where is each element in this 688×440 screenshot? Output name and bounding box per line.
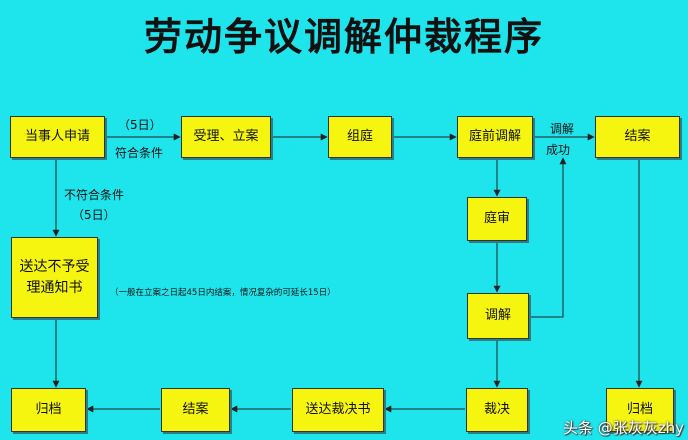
box-deliver-rejection: 送达不予受理通知书 — [11, 237, 98, 318]
diagram-title: 劳动争议调解仲裁程序 — [143, 14, 544, 59]
box-pre-mediation: 庭前调解 — [457, 116, 533, 158]
timeline-note: （一般在立案之日起45日内结案，情况复杂的可延长15日） — [110, 288, 336, 298]
watermark: 头条 @张灰灰zhy — [562, 419, 684, 437]
box-apply: 当事人申请 — [10, 116, 105, 158]
label-five-days-top: （5日） — [118, 118, 162, 132]
label-success: 成功 — [546, 143, 571, 157]
box-tribunal: 组庭 — [328, 116, 392, 158]
label-not-meet-conditions: 不符合条件 — [64, 188, 125, 202]
box-archive-left: 归档 — [11, 388, 86, 432]
label-meets-conditions: 符合条件 — [115, 146, 164, 160]
box-accept: 受理、立案 — [181, 116, 271, 158]
box-ruling: 裁决 — [466, 388, 528, 432]
label-mediation-success: 调解 — [550, 122, 575, 136]
box-close-top: 结案 — [595, 116, 680, 158]
label-five-days-left: （5日） — [72, 208, 116, 222]
box-mediation: 调解 — [467, 293, 529, 339]
box-hearing: 庭审 — [467, 197, 527, 241]
box-archive-right: 归档 — [606, 388, 674, 432]
arrow-mediation-success — [529, 157, 567, 318]
box-close-bottom: 结案 — [161, 388, 230, 432]
box-deliver-ruling: 送达裁决书 — [292, 388, 384, 432]
